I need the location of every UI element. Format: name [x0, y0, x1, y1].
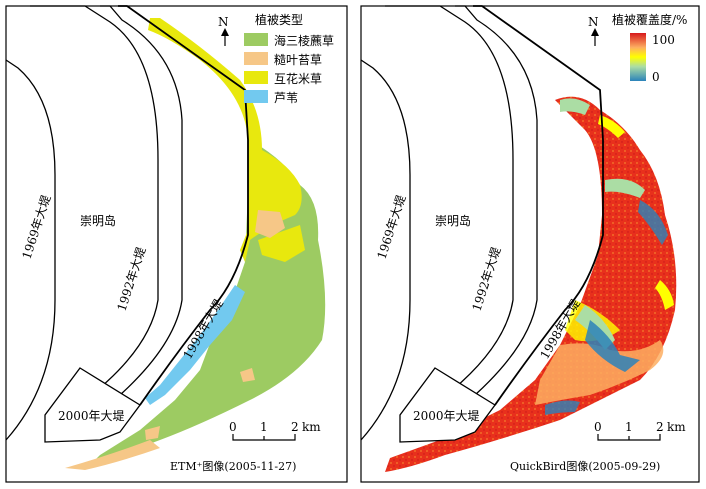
left-legend-label-2: 互花米草	[274, 71, 322, 86]
right-dike-2000-area	[399, 367, 496, 443]
right-scale-tick-1: 1	[625, 420, 633, 434]
right-dike-1998-line	[473, 5, 604, 406]
left-legend-label-0: 海三棱藨草	[274, 33, 334, 48]
left-caption: ETM⁺图像(2005-11-27)	[170, 460, 296, 473]
left-scale-tick-0: 0	[229, 420, 237, 434]
left-legend-swatch-0	[244, 33, 268, 46]
right-north-arrow-icon: N	[588, 15, 599, 46]
right-legend-color-ramp	[630, 33, 646, 81]
right-label-island: 崇明岛	[435, 213, 471, 228]
left-dike-1998-line	[118, 5, 249, 406]
left-scale-unit: km	[302, 420, 321, 434]
right-label-2000: 2000年大堤	[413, 409, 480, 423]
right-legend: 植被覆盖度/% 100 0	[612, 12, 687, 84]
left-veg-carex	[255, 210, 285, 238]
left-dike-1992-line	[30, 5, 159, 441]
svg-text:N: N	[218, 15, 229, 29]
left-legend-label-3: 芦苇	[274, 91, 298, 105]
left-dike-inner-line	[100, 5, 183, 396]
right-scale-tick-2: 2	[656, 420, 664, 434]
right-legend-min: 0	[652, 70, 660, 84]
right-legend-title: 植被覆盖度/%	[612, 12, 687, 27]
right-scale-bar: 0 1 2 km	[594, 420, 686, 441]
right-legend-max: 100	[652, 33, 675, 47]
right-map-panel: 1969年大堤 崇明岛 1992年大堤 1998年大堤 2000年大堤 N 植被…	[360, 5, 700, 483]
left-legend-label-1: 糙叶苔草	[274, 53, 322, 67]
right-dike-1992-line	[385, 5, 514, 441]
left-label-2000: 2000年大堤	[58, 409, 125, 423]
left-dike-2000-area	[44, 367, 141, 443]
right-scale-tick-0: 0	[594, 420, 602, 434]
left-legend-swatch-1	[244, 52, 268, 65]
left-legend: 植被类型 海三棱藨草 糙叶苔草 互花米草 芦苇	[244, 12, 334, 105]
left-north-arrow-icon: N	[218, 15, 229, 46]
left-vegetation-map	[65, 18, 326, 470]
left-veg-reed	[145, 285, 245, 405]
left-veg-cordgrass	[148, 18, 302, 262]
left-dike-1969-line	[5, 59, 56, 441]
left-map-panel: 1969年大堤 崇明岛 1992年大堤 1998年大堤 2000年大堤 N 植被…	[5, 5, 348, 483]
right-dike-inner-line	[455, 5, 538, 396]
left-legend-swatch-3	[244, 90, 268, 103]
svg-text:N: N	[588, 15, 599, 29]
right-caption: QuickBird图像(2005-09-29)	[510, 460, 660, 473]
right-dike-1969-line	[360, 59, 411, 441]
left-scale-tick-1: 1	[260, 420, 268, 434]
left-legend-title: 植被类型	[255, 12, 303, 27]
left-label-island: 崇明岛	[80, 213, 116, 228]
left-legend-swatch-2	[244, 71, 268, 84]
right-scale-unit: km	[667, 420, 686, 434]
left-scale-tick-2: 2	[291, 420, 299, 434]
left-scale-bar: 0 1 2 km	[229, 420, 321, 441]
